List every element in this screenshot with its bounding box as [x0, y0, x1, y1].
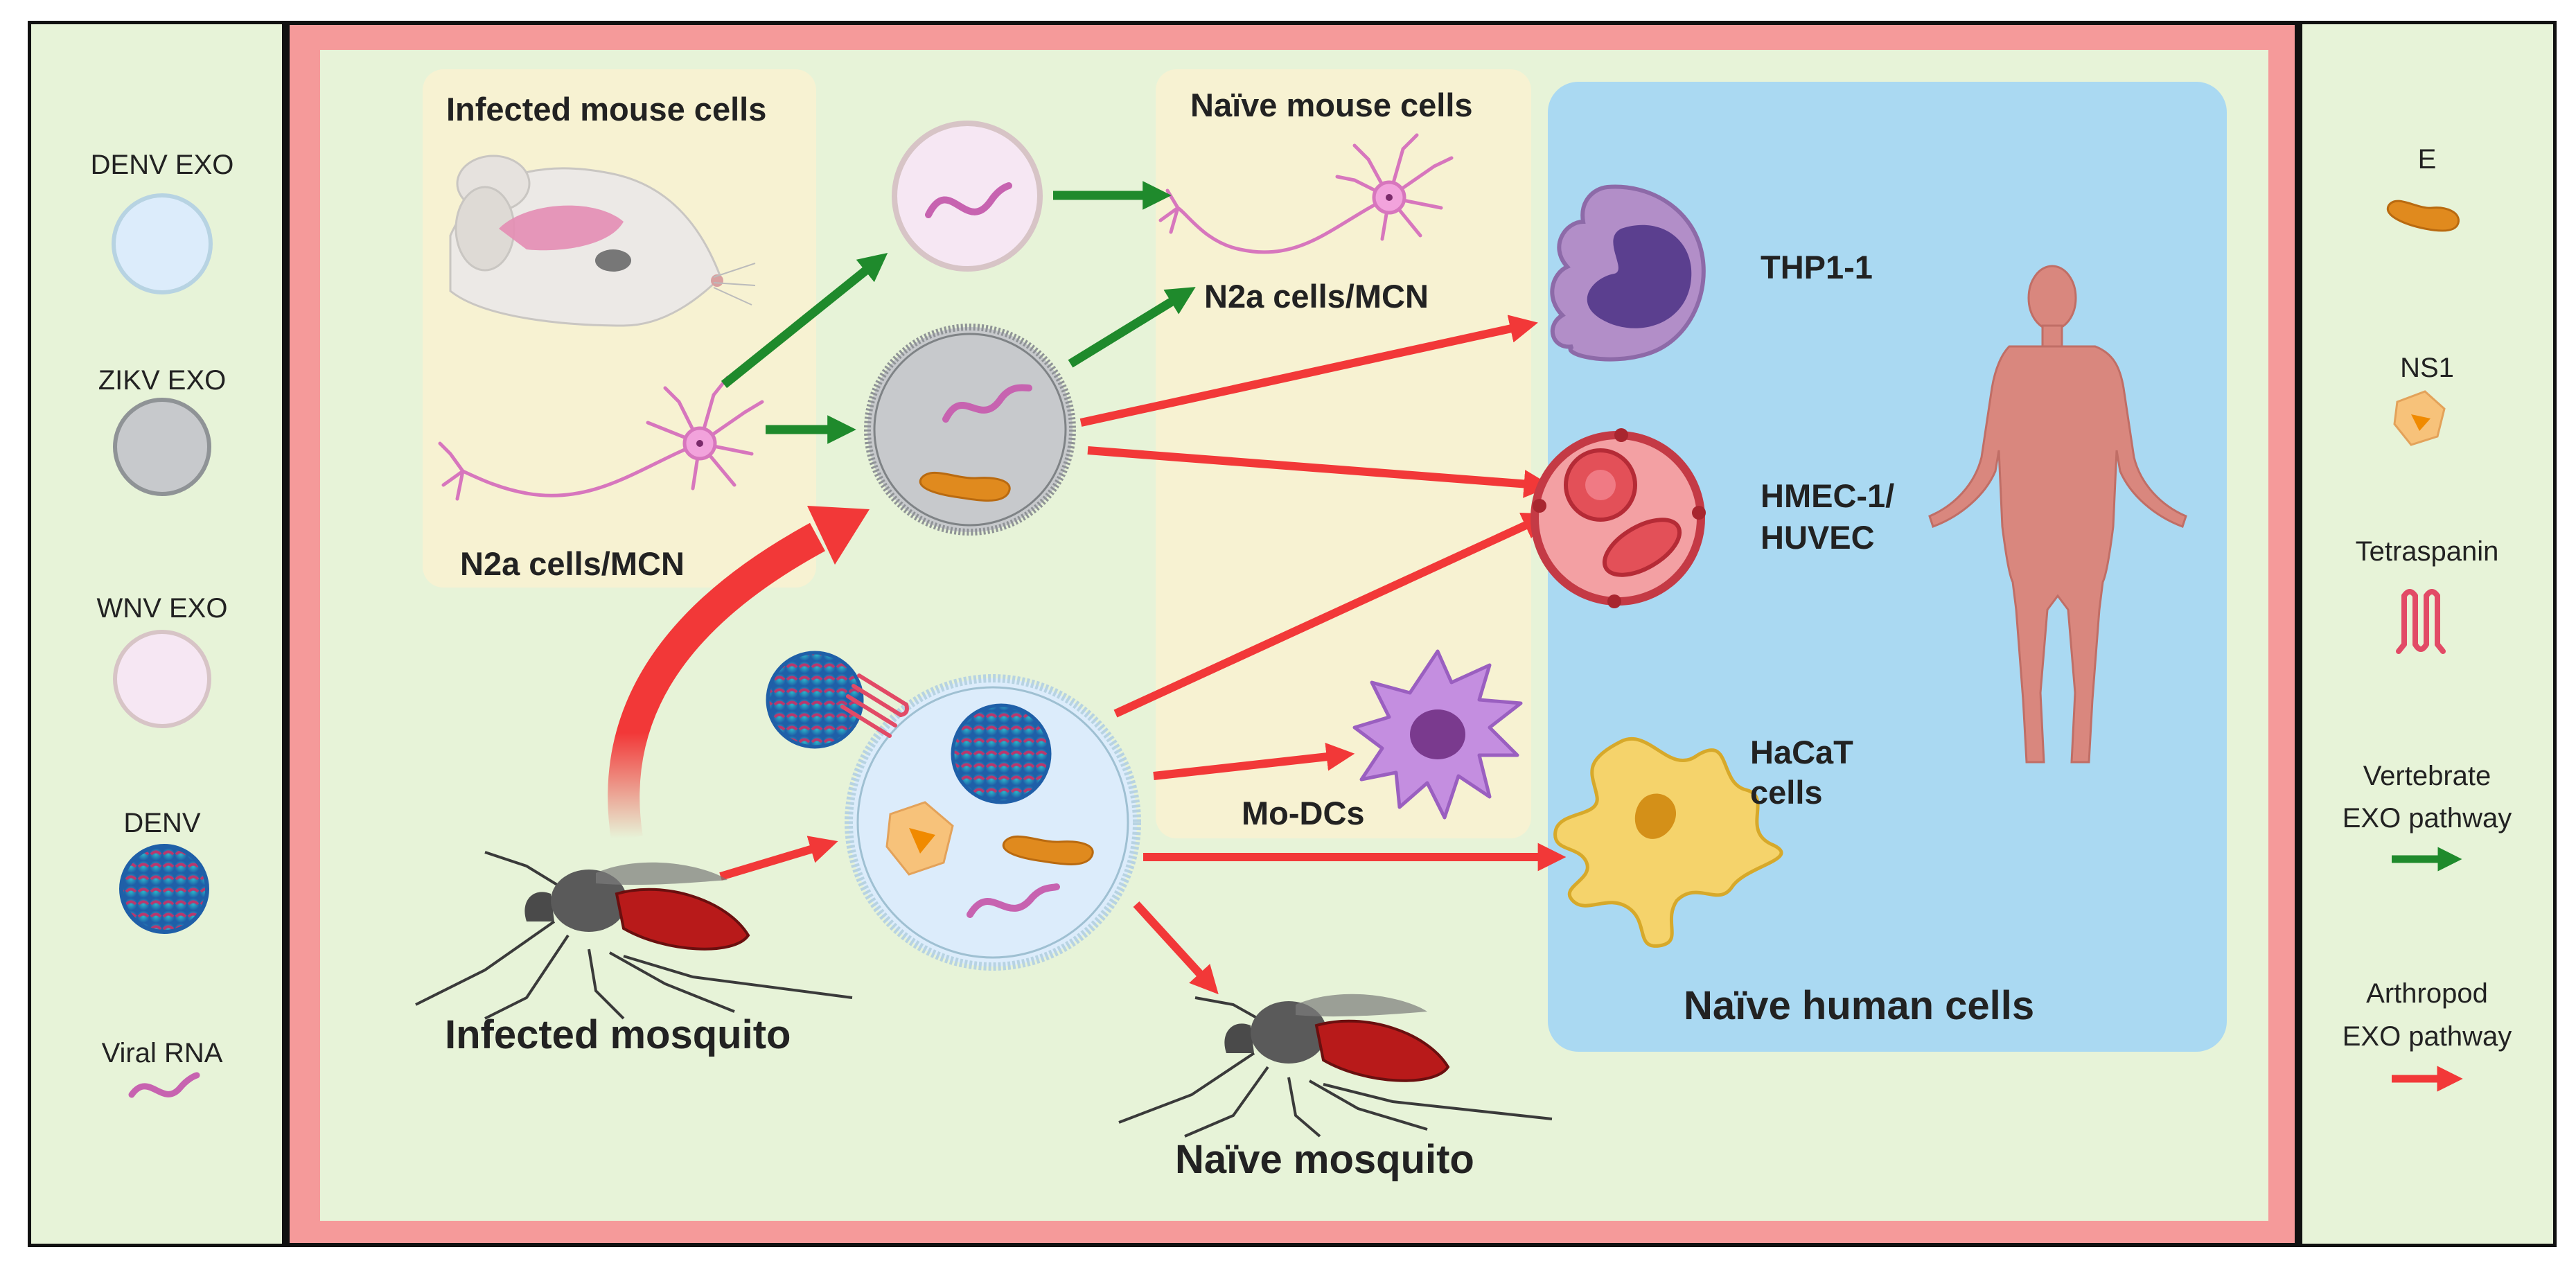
legend-zikv-exo-label: ZIKV EXO — [98, 365, 227, 396]
mouse-illustration — [449, 155, 756, 327]
denv-exo-icon — [112, 193, 213, 294]
vertebrate-arrows — [721, 181, 1196, 444]
arthropod-arrows — [719, 315, 1567, 995]
free-denv-virus — [766, 651, 909, 749]
infected-mouse-cells-label: Infected mouse cells — [446, 91, 767, 127]
denv-exosome — [845, 674, 1141, 971]
legend-viral-rna-label: Viral RNA — [101, 1038, 223, 1068]
arrow-neuron-to-wnv-exo — [721, 252, 888, 389]
infected-mosquito-illustration — [415, 851, 853, 1020]
naive-mosquito-label: Naïve mosquito — [1175, 1137, 1474, 1182]
zikv-exosome — [864, 324, 1076, 536]
legend-tetraspanin-label: Tetraspanin — [2355, 536, 2499, 567]
zikv-exo-icon — [113, 398, 211, 496]
hmec-label-line2: HUVEC — [1761, 519, 1875, 556]
mo-dc-cell — [1352, 649, 1523, 820]
hmec-cell — [1530, 428, 1706, 608]
legend-ns1-label: NS1 — [2400, 353, 2454, 383]
arrow-denv-exo-to-hmec — [1113, 512, 1551, 718]
denv-virus-icon — [119, 844, 209, 934]
wnv-exo-icon — [113, 630, 211, 728]
arrow-zikv-exo-to-naive-n2a — [1068, 287, 1196, 368]
naive-neuron-icon — [1158, 133, 1454, 254]
legend-denv-exo-label: DENV EXO — [90, 150, 234, 180]
wnv-exosome — [892, 121, 1043, 272]
legend-denv-label: DENV — [123, 808, 201, 838]
legend-wnv-exo-label: WNV EXO — [96, 593, 228, 624]
arrow-zikv-to-hmec — [1087, 446, 1553, 498]
infected-neuron-icon — [438, 376, 764, 501]
arrow-denv-exo-to-naive-mosquito — [1133, 901, 1219, 995]
arrow-zikv-to-thp1 — [1079, 315, 1538, 427]
hacat-label-line1: HaCaT — [1750, 734, 1853, 770]
infected-n2a-label: N2a cells/MCN — [460, 545, 685, 582]
naive-human-cells-label: Naïve human cells — [1684, 983, 2035, 1028]
mosquito-to-zikv-arrow — [608, 506, 870, 841]
naive-mouse-cells-label: Naïve mouse cells — [1190, 87, 1473, 123]
legend-arthropod-line1: Arthropod — [2366, 978, 2488, 1009]
naive-mosquito-illustration — [1118, 994, 1553, 1138]
viral-rna-icon — [128, 1072, 200, 1098]
mo-dcs-label: Mo-DCs — [1242, 795, 1365, 831]
legend-vertebrate-line1: Vertebrate — [2363, 761, 2491, 791]
hacat-label-line2: cells — [1750, 774, 1823, 811]
legend-vertebrate-line2: EXO pathway — [2342, 803, 2512, 833]
thp1-label: THP1-1 — [1761, 249, 1873, 285]
envelope-protein-icon — [2386, 200, 2460, 232]
naive-n2a-label: N2a cells/MCN — [1204, 278, 1429, 315]
legend-arthropod-line2: EXO pathway — [2342, 1021, 2512, 1052]
hmec-label-line1: HMEC-1/ — [1761, 477, 1895, 514]
ns1-icon — [2393, 390, 2446, 446]
infected-mosquito-label: Infected mosquito — [445, 1012, 791, 1057]
human-body-illustration — [1928, 265, 2187, 764]
hacat-cell — [1553, 736, 1783, 948]
legend-e-label: E — [2417, 144, 2437, 175]
arrow-mosquito-to-denv-exo — [719, 836, 838, 881]
arrow-denv-exo-to-modc — [1153, 742, 1355, 780]
thp1-cell — [1550, 184, 1706, 362]
tetraspanin-icon — [2396, 589, 2446, 654]
